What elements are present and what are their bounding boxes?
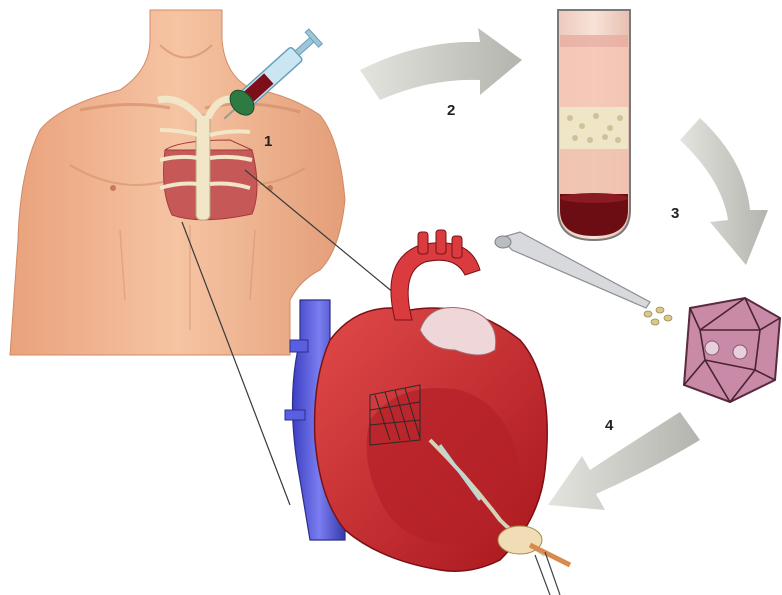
test-tube-icon: [558, 10, 630, 240]
heart-icon: [285, 230, 570, 595]
step-1-label: 1: [264, 133, 272, 150]
valve-scaffold-icon: [684, 298, 780, 402]
step-3-label: 3: [671, 205, 679, 222]
arrow-step-2: [360, 28, 522, 100]
arrow-step-4: [548, 412, 700, 510]
pipette-icon: [495, 232, 672, 325]
step-2-label: 2: [447, 102, 455, 119]
arrow-step-3: [680, 118, 768, 265]
step-4-label: 4: [605, 417, 614, 434]
